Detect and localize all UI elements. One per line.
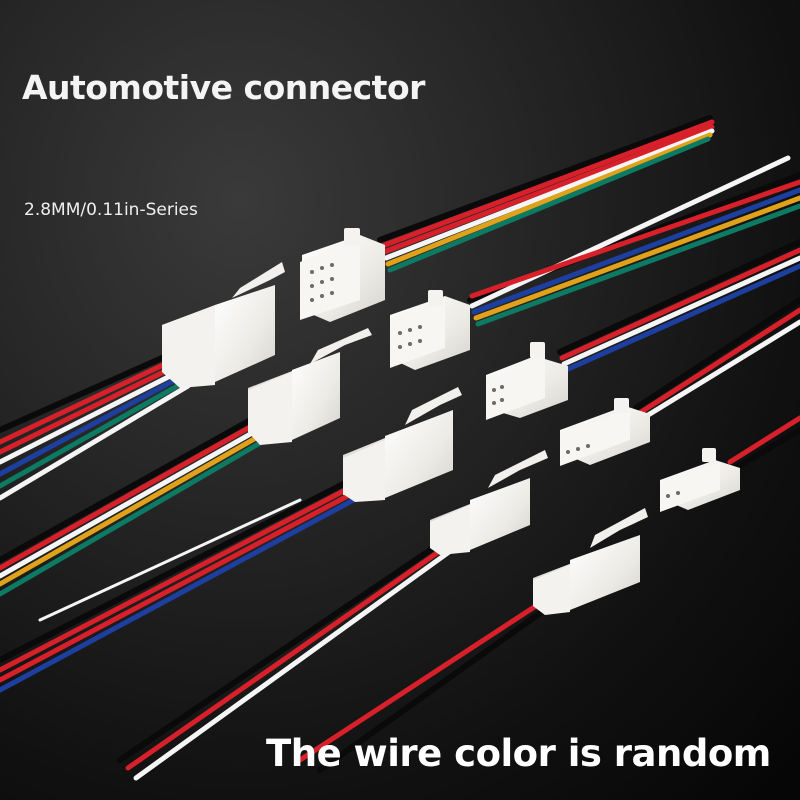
male-connector-6pin (248, 328, 372, 445)
wire-bundle-female-4 (557, 239, 800, 373)
female-connector-9pin (300, 228, 385, 322)
headline-title: Automotive connector (22, 68, 425, 107)
wire-bundle-female-9 (377, 115, 715, 273)
wire-bundle-female-2 (727, 415, 800, 473)
wire-bundle-male-3 (117, 537, 452, 781)
wire-bundle-male-6 (0, 409, 275, 597)
wire-bundle-female-6 (467, 155, 800, 327)
male-connector-2pin (533, 508, 648, 615)
wire-bundle-male-2 (297, 595, 553, 773)
male-connector-4pin (343, 387, 462, 502)
female-connector-6pin (390, 290, 470, 370)
male-connector-3pin (430, 450, 548, 555)
wire-bundle-male-4 (0, 475, 364, 693)
wire-color-note: The wire color is random (266, 732, 771, 775)
female-connector-2pin (660, 448, 740, 512)
female-connector-4pin (486, 342, 568, 420)
male-connector-9pin (162, 262, 285, 388)
female-connector-3pin (560, 398, 650, 466)
series-subtitle: 2.8MM/0.11in-Series (24, 200, 198, 220)
wire-bundle-male-9 (0, 347, 191, 501)
wire-bundle-female-3 (633, 297, 800, 423)
